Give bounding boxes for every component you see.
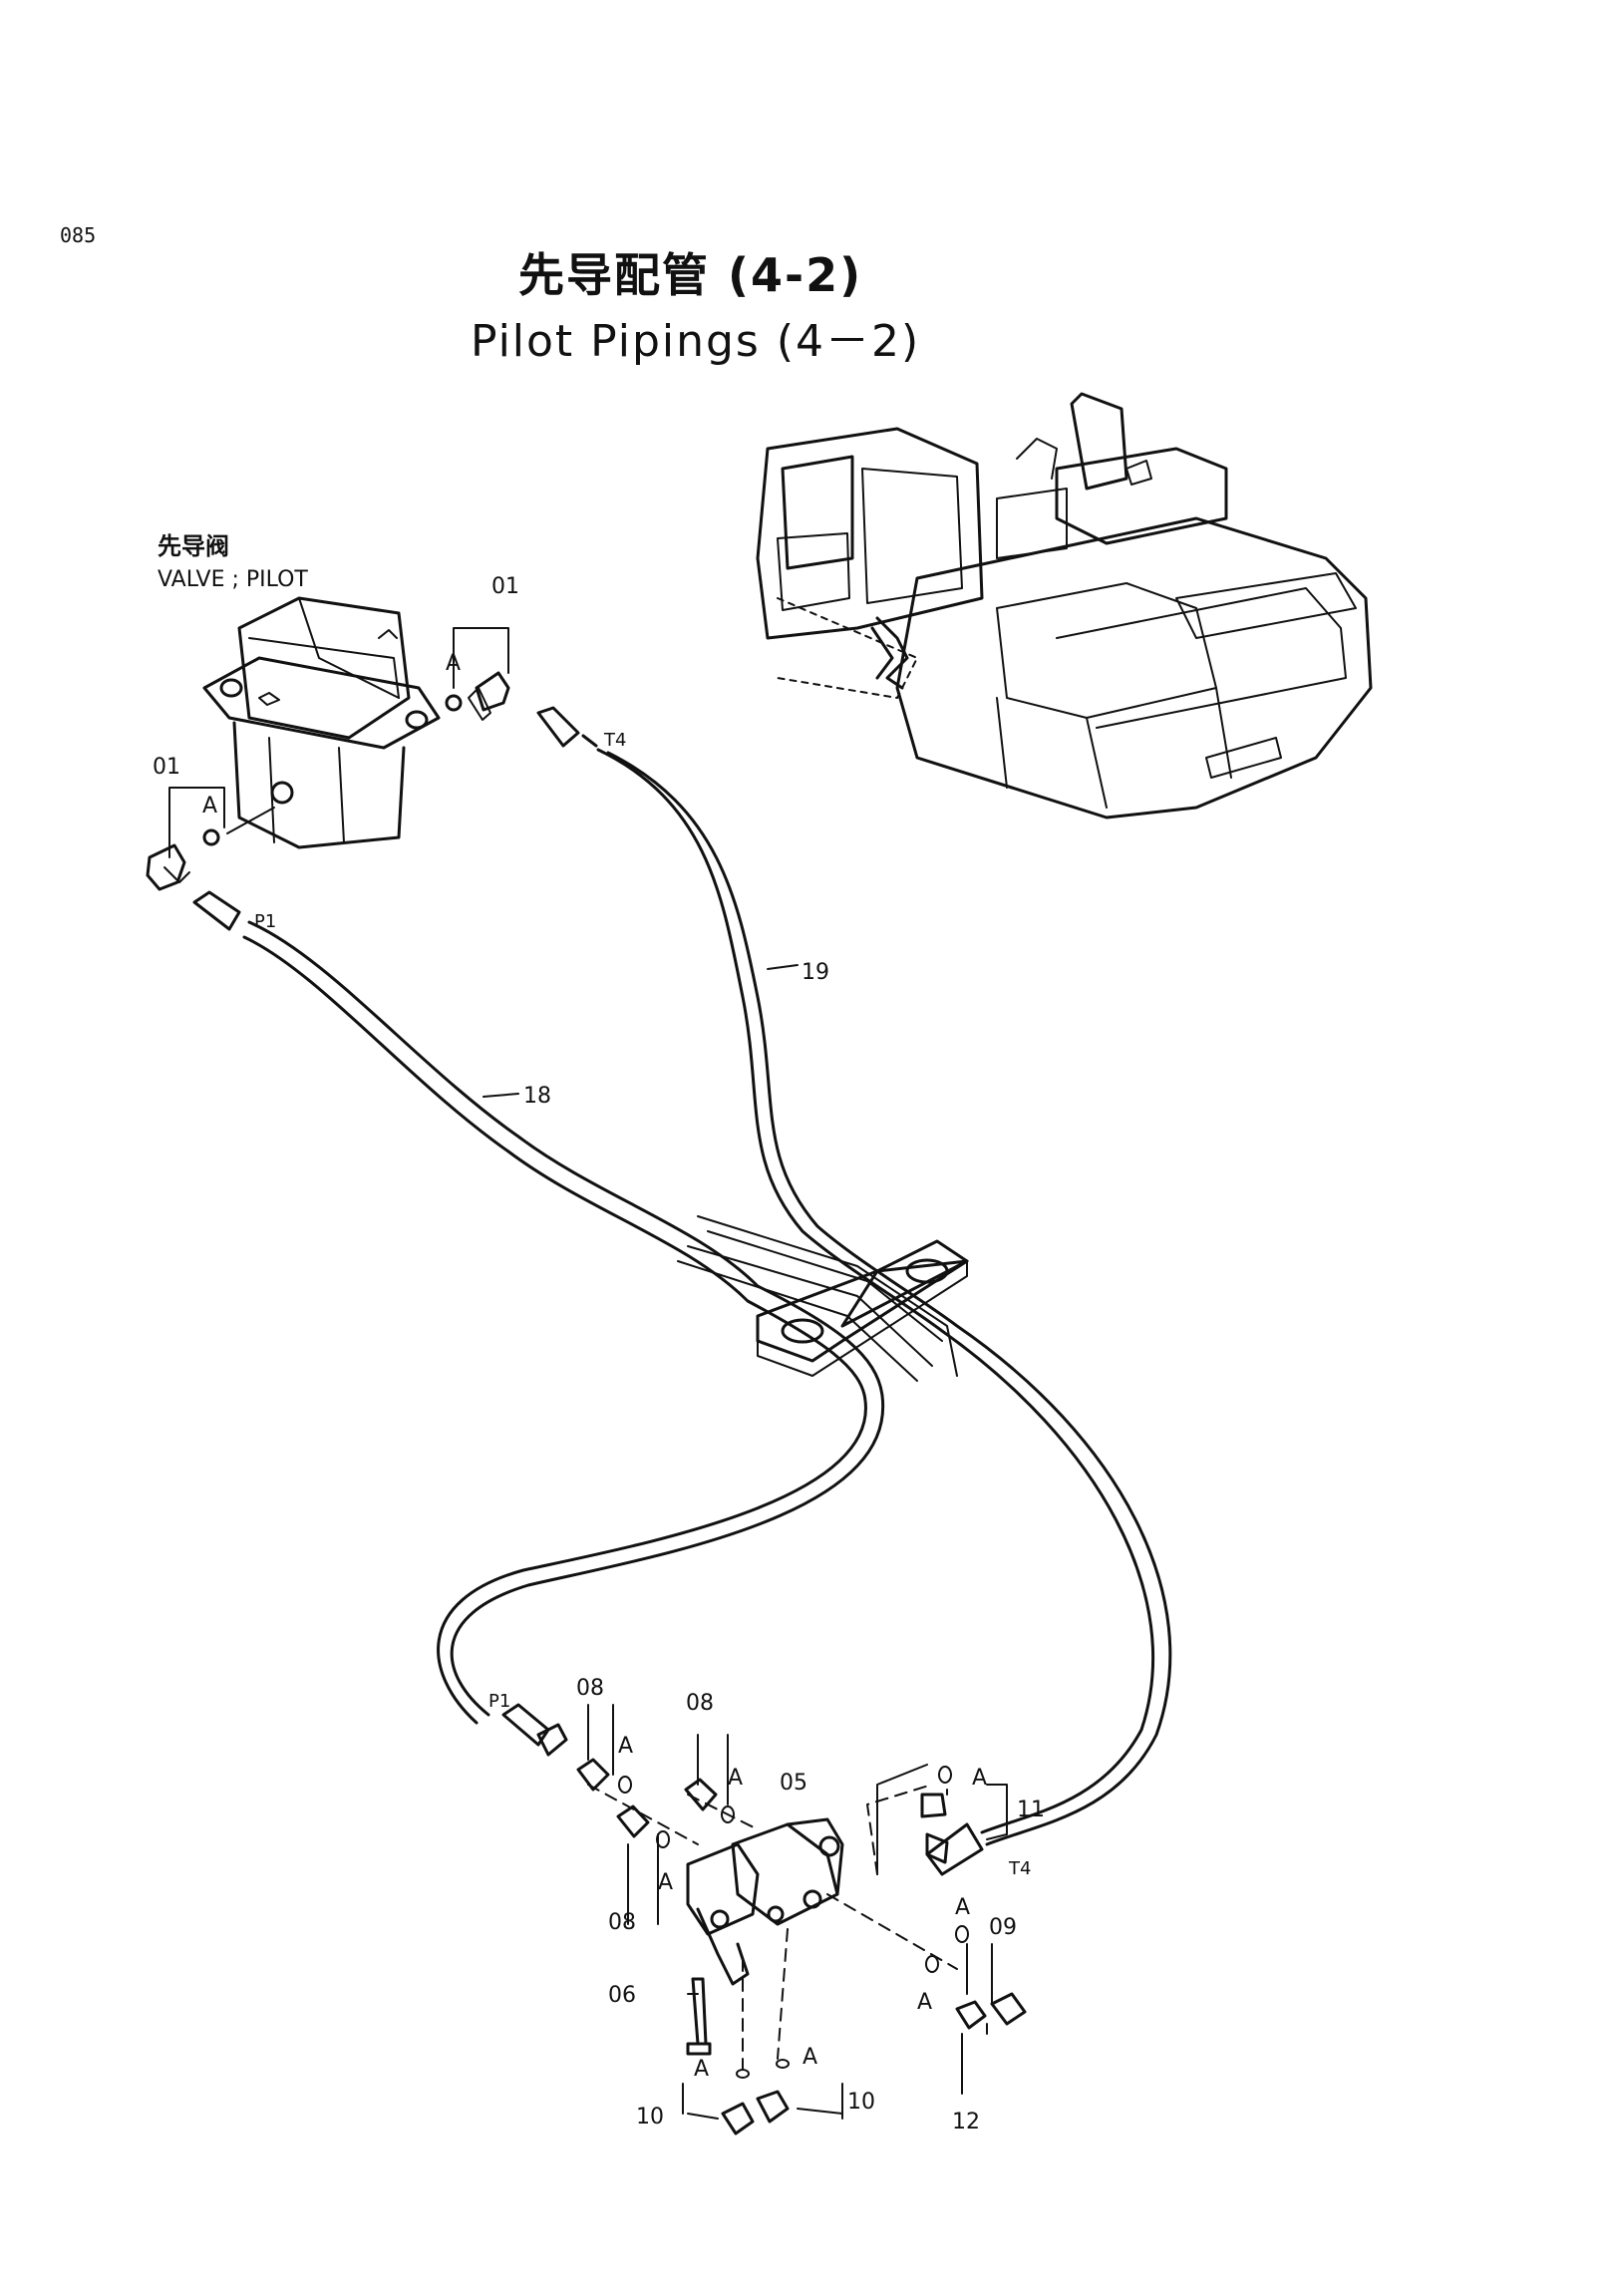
callout-01-upper: 01 — [491, 574, 519, 599]
callout-10-right: 10 — [847, 2090, 875, 2115]
callout-09: 09 — [989, 1915, 1017, 1940]
port-label-t4-top: T4 — [603, 730, 626, 751]
seal-mark-a-4: A — [728, 1766, 743, 1791]
assembly-centerlines — [587, 1784, 958, 2070]
adapter-fittings — [576, 1758, 1027, 2135]
callout-08-middle: 08 — [686, 1691, 714, 1716]
seal-mark-a-8: A — [917, 1990, 932, 2015]
port-label-t4-bottom: T4 — [1008, 1858, 1031, 1879]
hose-clamp-bundle — [677, 1215, 969, 1382]
callout-06: 06 — [608, 1983, 636, 2008]
seal-mark-a-9: A — [694, 2057, 709, 2082]
callout-leaders — [168, 627, 1008, 2120]
callout-08-lower: 08 — [608, 1910, 636, 1935]
callout-08-left: 08 — [576, 1676, 604, 1701]
callout-05: 05 — [780, 1771, 807, 1796]
valve-label-en: VALVE ; PILOT — [158, 567, 308, 592]
valve-elbow-fitting-01-upper — [468, 671, 510, 721]
port-label-p1-top: P1 — [254, 911, 276, 932]
seal-mark-a-2: A — [202, 794, 217, 819]
seal-mark-a-3: A — [618, 1734, 633, 1759]
seal-mark-a-6: A — [972, 1766, 987, 1791]
shuttle-valve-05 — [686, 1817, 844, 1986]
port-label-p1-bottom: P1 — [488, 1691, 510, 1712]
bolt-06 — [686, 1977, 712, 2056]
callout-01-left: 01 — [153, 755, 180, 780]
excavator-overview-sketch — [756, 392, 1373, 820]
seal-mark-a-10: A — [803, 2045, 817, 2070]
o-rings-bottom — [618, 1766, 969, 2079]
callout-12: 12 — [952, 2110, 980, 2134]
callout-11: 11 — [1017, 1798, 1045, 1822]
seal-mark-a-5: A — [658, 1870, 673, 1895]
hose-19 — [536, 706, 1172, 1876]
valve-label-cn: 先导阀 — [158, 532, 229, 560]
callout-10-left: 10 — [636, 2105, 664, 2130]
hose-end-fitting-p1-bottom — [501, 1703, 568, 1757]
callout-19: 19 — [802, 960, 829, 985]
seal-mark-a-1: A — [446, 651, 461, 676]
page-number: 085 — [60, 223, 97, 247]
page-title-chinese: 先导配管 (4-2) — [518, 248, 863, 302]
o-ring-left — [202, 828, 220, 846]
callout-18: 18 — [523, 1084, 551, 1109]
seal-mark-a-7: A — [955, 1895, 970, 1920]
pilot-valve-body — [202, 596, 441, 849]
valve-elbow-fitting-01-left — [146, 843, 190, 891]
o-ring-upper — [445, 694, 463, 712]
page-title-english: Pilot Pipings (4－2) — [471, 316, 921, 367]
